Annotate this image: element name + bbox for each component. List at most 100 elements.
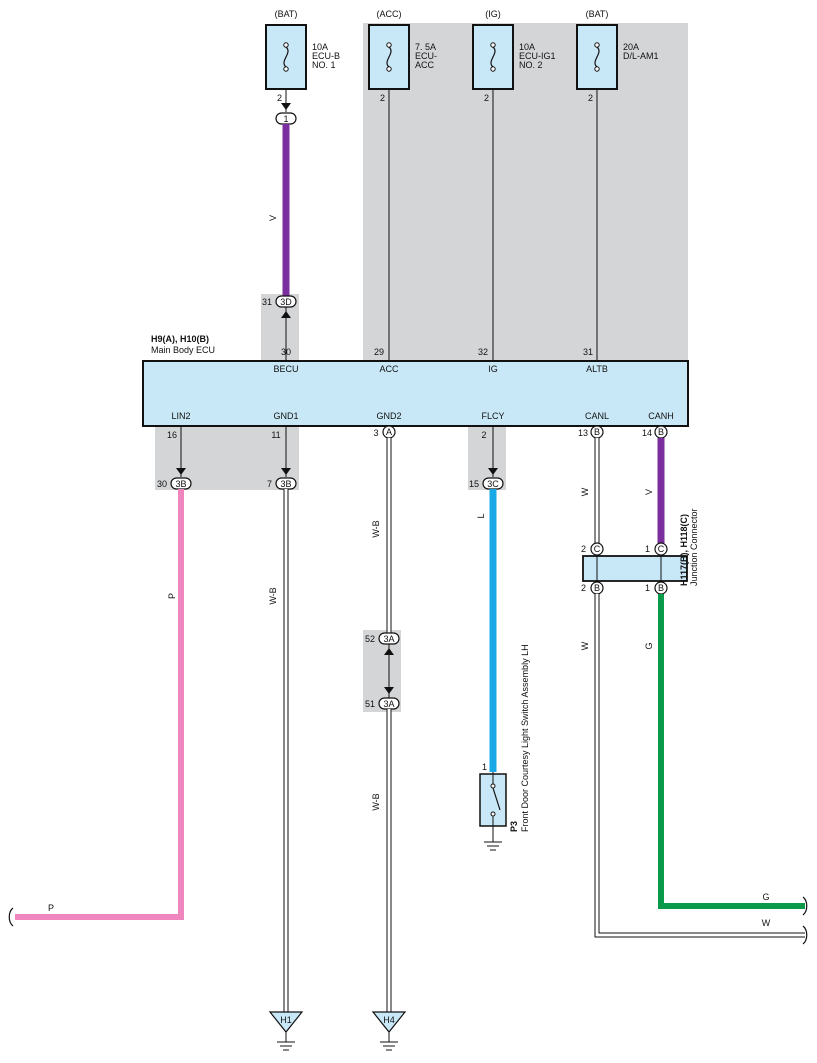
fuse-amp: 20A (623, 42, 639, 52)
connector-pin: 15 (469, 479, 479, 489)
ecu-pin: 14 (642, 428, 652, 438)
connector-tag: 3A (383, 634, 394, 644)
connector-arrow-icon (384, 648, 394, 655)
fuse-source: (BAT) (586, 9, 609, 19)
connector-arrow-icon (488, 468, 498, 475)
ecu-pin: 13 (578, 428, 588, 438)
connector-pin: 31 (262, 297, 272, 307)
junction-connector: C 2 C 1 B 2 B 1 H117(B), H118(C) Junctio… (581, 508, 699, 595)
ecu-pin: 16 (167, 430, 177, 440)
switch-code: P3 (509, 821, 519, 832)
connector-tag: 3C (487, 479, 499, 489)
ecu-pin: 30 (281, 347, 291, 357)
ecu-pin: 32 (478, 347, 488, 357)
junction-pin: 2 (581, 583, 586, 593)
ground-label: H4 (383, 1015, 395, 1025)
switch-name: Front Door Courtesy Light Switch Assembl… (520, 644, 530, 832)
ecu-pin: 3 (373, 428, 378, 438)
power-panel (363, 23, 688, 361)
fuse-amp: 10A (312, 42, 328, 52)
junction-pin: 2 (581, 544, 586, 554)
main-body-ecu: H9(A), H10(B) Main Body ECU 30 BECU 29 A… (142, 334, 689, 427)
terminal-tag-letter: B (594, 427, 600, 437)
ecu-terminal: IG (488, 364, 498, 374)
ecu-terminal: GND1 (273, 411, 298, 421)
ground-h4: H4 (371, 1011, 407, 1051)
ground-icon (371, 1011, 407, 1033)
wire-color-label: W (580, 487, 590, 496)
wire-color-label: W (580, 641, 590, 650)
ecu-name: Main Body ECU (151, 345, 215, 355)
fuse-ecu-ig1-no2: (IG) 10A ECU-IG1 NO. 2 2 (472, 9, 556, 103)
fuse-source: (ACC) (377, 9, 402, 19)
wire-color-label: W-B (371, 793, 381, 810)
ecu-code: H9(A), H10(B) (151, 334, 209, 344)
continuation-mark (802, 896, 808, 916)
wire-color-label: V (644, 489, 654, 495)
wire-color-label: G (644, 642, 654, 649)
wire-color-label: L (476, 513, 486, 518)
terminal-tag-letter: B (594, 583, 600, 593)
fuse-icon (265, 24, 307, 90)
connector-tag: 3B (175, 479, 186, 489)
connector-pin: 7 (267, 479, 272, 489)
fuse-name: ECU-B (312, 51, 340, 61)
fuse-icon (368, 24, 410, 90)
connector-arrow-icon (176, 468, 186, 475)
junction-box (582, 555, 688, 582)
ecu-pin: 31 (583, 347, 593, 357)
connector-tag: 3B (280, 479, 291, 489)
ecu-pin: 11 (271, 430, 280, 440)
fuse-name: ACC (415, 60, 435, 70)
fuse-name: ECU- (415, 51, 437, 61)
terminal-tag-letter: A (386, 427, 392, 437)
ecu-box (142, 360, 689, 427)
connector-tag: 3D (280, 297, 292, 307)
fuse-name: NO. 1 (312, 60, 336, 70)
fuse-d-l-am1: (BAT) 20A D/L-AM1 2 (576, 9, 659, 103)
ecu-terminal: ACC (379, 364, 399, 374)
wire-color-label: W (762, 918, 771, 928)
connector-pin: 52 (365, 634, 375, 644)
fuse-ecu-acc: (ACC) 7. 5A ECU- ACC 2 (368, 9, 437, 103)
canh-green-wire (658, 594, 805, 909)
fuse-pin: 2 (588, 93, 593, 103)
connector-arrow-icon (281, 103, 291, 110)
terminal-tag-letter: C (658, 544, 665, 554)
ecu-pin: 2 (481, 430, 486, 440)
wire-color-label: P (167, 593, 177, 599)
fuse-pin: 2 (277, 93, 282, 103)
junction-name: Junction Connector (689, 508, 699, 586)
junction-code: H117(B), H118(C) (679, 514, 689, 586)
fuse-pin: 2 (380, 93, 385, 103)
fuse-icon (472, 24, 514, 90)
ground-h1: H1 (268, 1011, 304, 1051)
ground-icon (268, 1011, 304, 1033)
fuse-amp: 10A (519, 42, 535, 52)
fuse-amp: 7. 5A (415, 42, 436, 52)
fuse-source: (IG) (485, 9, 501, 19)
canl-lower-wire-outer (594, 594, 805, 938)
fuse-name: D/L-AM1 (623, 51, 659, 61)
fuse-icon (576, 24, 618, 90)
junction-pin: 1 (645, 583, 650, 593)
ecu-terminal: CANH (648, 411, 674, 421)
connector-arrow-icon (384, 687, 394, 694)
wire-color-label: V (268, 215, 278, 221)
ground-label: H1 (280, 1015, 292, 1025)
fuse-name: NO. 2 (519, 60, 543, 70)
connector-pin: 51 (365, 699, 375, 709)
connector-tag: 3A (383, 699, 394, 709)
continuation-mark (8, 907, 14, 927)
terminal-tag-letter: C (594, 544, 601, 554)
ecu-pin: 29 (374, 347, 384, 357)
fuse-pin: 2 (484, 93, 489, 103)
fuse-source: (BAT) (275, 9, 298, 19)
connector-pin: 30 (157, 479, 167, 489)
lin2-pink-wire (15, 489, 184, 920)
connector-arrow-icon (281, 468, 291, 475)
wire-color-label: W-B (371, 520, 381, 537)
wire-color-label: P (48, 903, 54, 913)
junction-pin: 1 (645, 544, 650, 554)
